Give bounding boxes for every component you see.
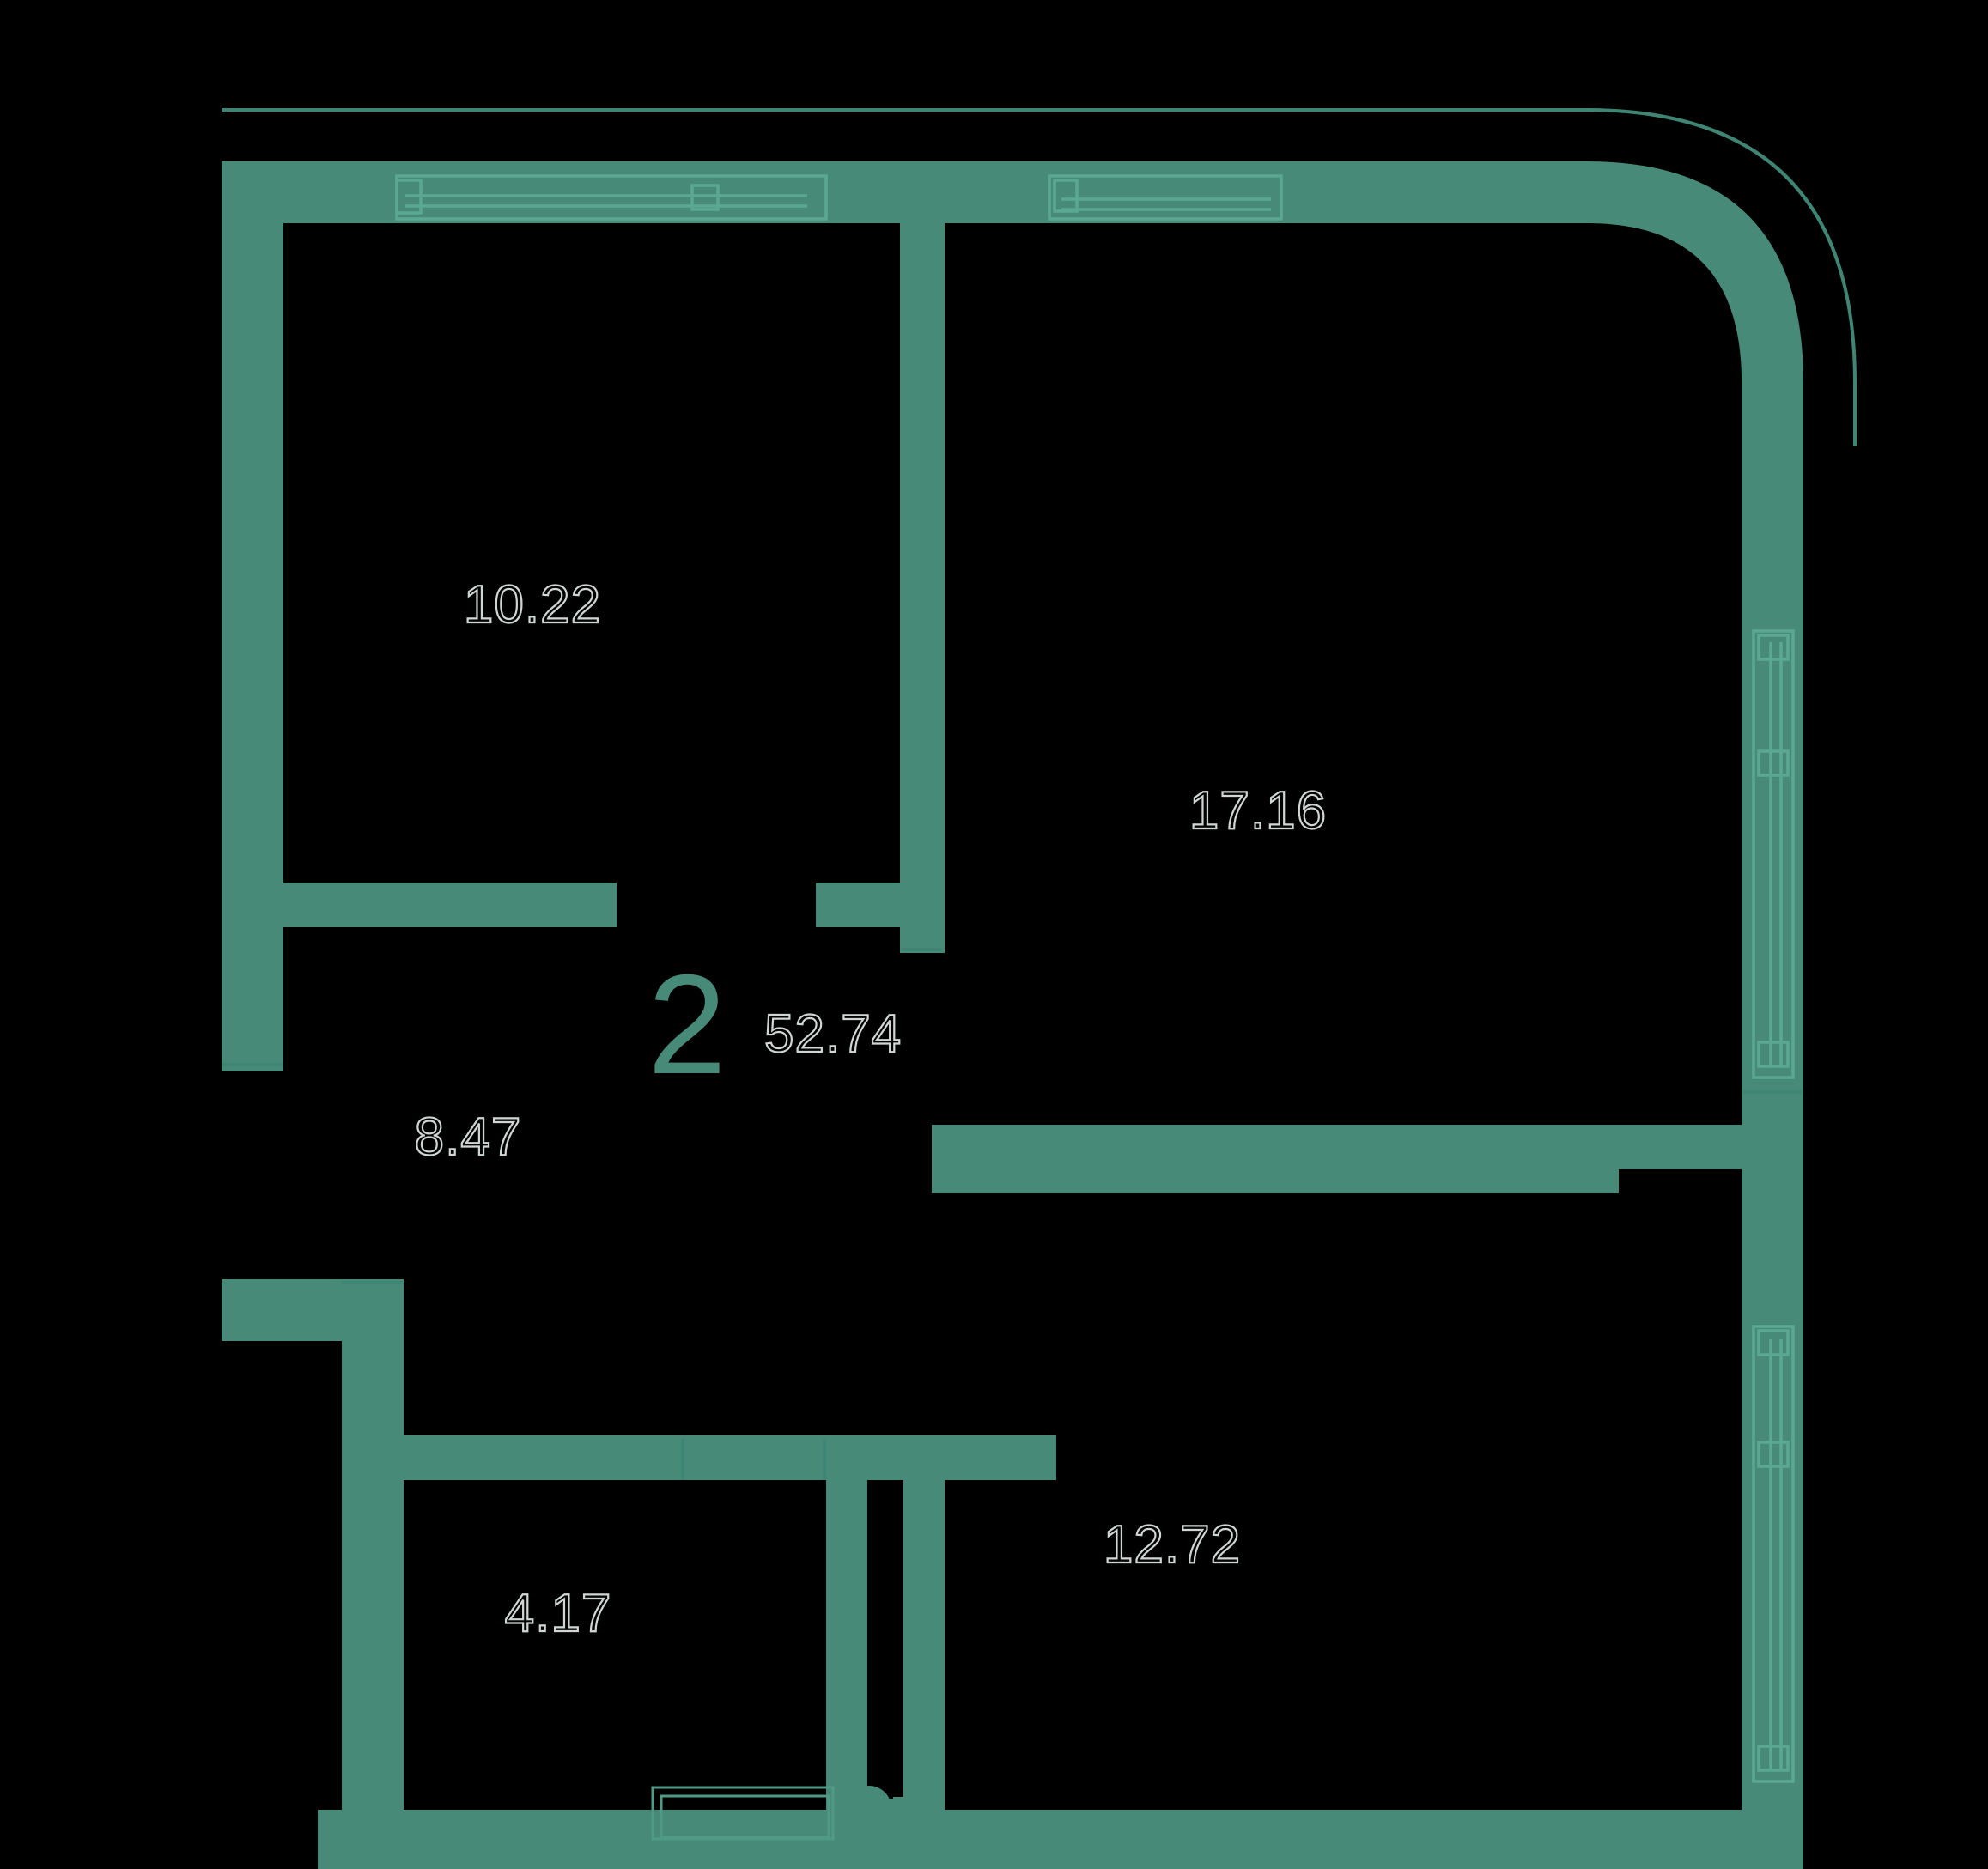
door-marks — [222, 948, 1802, 1480]
area-label-hall: 8.47 — [415, 1107, 522, 1167]
area-label-bathroom: 4.17 — [505, 1584, 612, 1643]
structural-walls — [222, 161, 1803, 1869]
toilet-fixture — [847, 1786, 917, 1830]
window-right-upper — [1752, 629, 1795, 1079]
facade-outline — [222, 108, 1857, 446]
bathtub-fixture — [651, 1786, 835, 1841]
area-label-bedroom-upper-left: 10.22 — [464, 575, 601, 634]
room-count-label: 2 — [647, 945, 727, 1103]
window-top-left — [395, 174, 828, 221]
area-label-bedroom-lower-right: 12.72 — [1103, 1515, 1241, 1575]
window-right-lower — [1752, 1325, 1795, 1783]
area-label-living-room: 17.16 — [1189, 781, 1327, 840]
total-area-label: 52.74 — [764, 1004, 902, 1064]
window-top-right — [1048, 174, 1283, 221]
